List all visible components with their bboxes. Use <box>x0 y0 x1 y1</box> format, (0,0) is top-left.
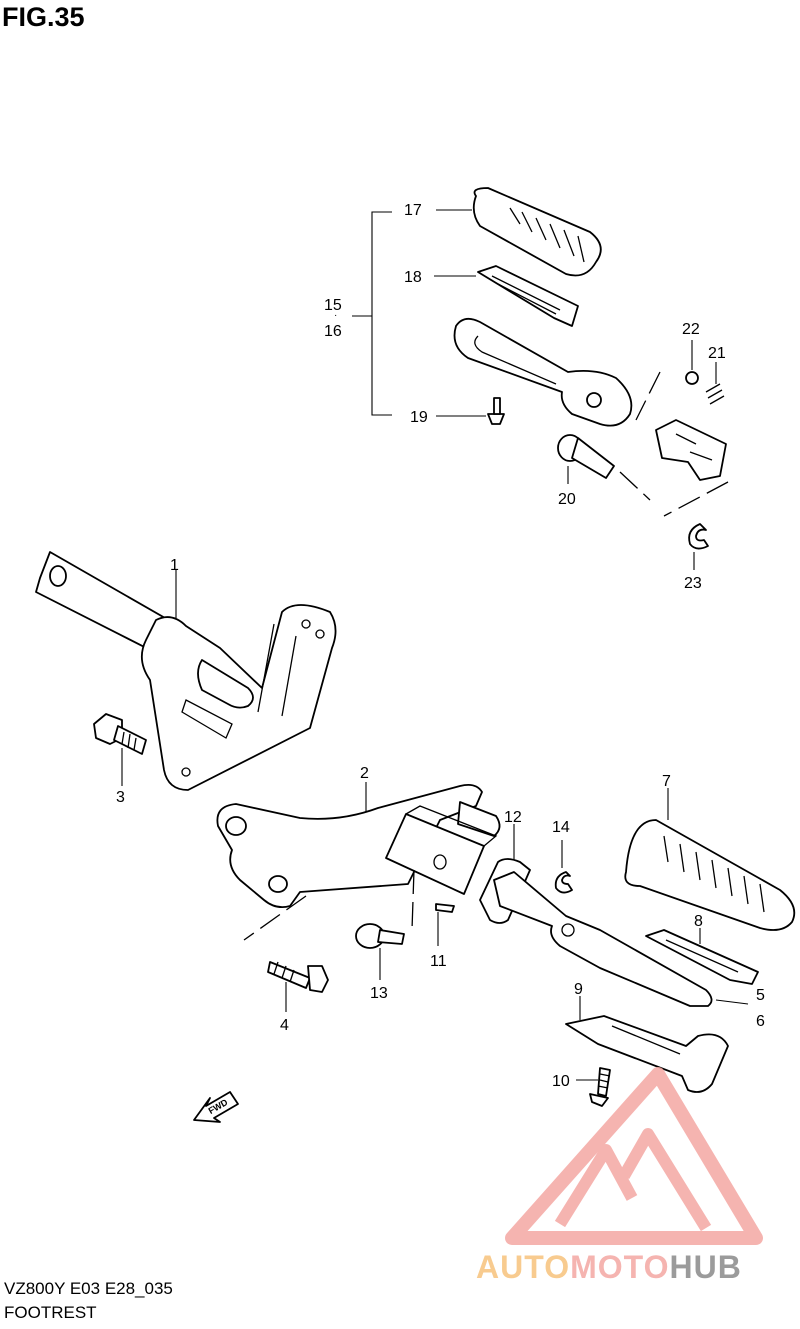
callout-20: 20 <box>558 491 576 508</box>
callout-8: 8 <box>694 913 703 930</box>
callout-23: 23 <box>684 575 702 592</box>
footpeg-rubber-upper <box>472 187 602 277</box>
screw-10 <box>589 1067 611 1107</box>
clip-23 <box>688 523 709 550</box>
callout-15: 15 <box>324 297 342 314</box>
callout-9: 9 <box>574 981 583 998</box>
footrest-bracket-1 <box>35 551 337 791</box>
spring-21 <box>705 383 725 405</box>
callout-4: 4 <box>280 1017 289 1034</box>
footpeg-bracket-upper <box>655 419 727 481</box>
diagram-name: FOOTREST <box>4 1303 97 1322</box>
screw-19 <box>487 397 505 425</box>
bolt-3 <box>93 713 147 755</box>
callout-16: 16 <box>324 323 342 340</box>
watermark-text: AUTOMOTOHUB <box>476 1249 742 1285</box>
block-12 <box>385 805 498 895</box>
callout-22: 22 <box>682 321 700 338</box>
fwd-arrow-icon: FWD <box>193 1091 239 1123</box>
callout-11: 11 <box>430 953 447 970</box>
figure-title: FIG.35 <box>2 2 85 32</box>
heel-guard-9 <box>565 1015 729 1093</box>
pin-11 <box>435 903 455 913</box>
leader-5 <box>715 999 749 1005</box>
ball-22 <box>685 371 699 385</box>
callout-separator: · <box>334 310 337 321</box>
callout-6: 6 <box>756 1013 765 1030</box>
callout-14: 14 <box>552 819 570 836</box>
callout-13: 13 <box>370 985 388 1002</box>
assembly-line <box>619 471 651 501</box>
callout-12: 12 <box>504 809 522 826</box>
footpeg-5-6 <box>493 871 713 1007</box>
footpeg-rubber-lower <box>624 819 796 931</box>
group-bracket <box>371 211 392 416</box>
callout-19: 19 <box>410 409 428 426</box>
watermark-logo: AUTOMOTOHUB <box>476 1067 763 1285</box>
footrest-bracket-2 <box>216 783 501 909</box>
callout-18: 18 <box>404 269 422 286</box>
bolt-4 <box>267 961 329 993</box>
callout-17: 17 <box>404 202 422 219</box>
assembly-line <box>635 371 661 421</box>
clip-14 <box>554 871 573 894</box>
callout-10: 10 <box>552 1073 570 1090</box>
callout-21: 21 <box>708 345 726 362</box>
callout-3: 3 <box>116 789 125 806</box>
assembly-line <box>411 869 415 931</box>
assembly-line <box>243 895 307 941</box>
pin-13 <box>355 923 405 949</box>
footpeg-body-upper <box>453 317 633 427</box>
footpeg-plate-lower <box>645 929 759 985</box>
pin-20 <box>557 434 615 479</box>
footpeg-plate-upper <box>477 265 579 327</box>
callout-5: 5 <box>756 987 765 1004</box>
callout-1: 1 <box>170 557 179 574</box>
callout-7: 7 <box>662 773 671 790</box>
callout-2: 2 <box>360 765 369 782</box>
diagram-code: VZ800Y E03 E28_035 <box>4 1279 173 1298</box>
assembly-line <box>663 481 729 517</box>
